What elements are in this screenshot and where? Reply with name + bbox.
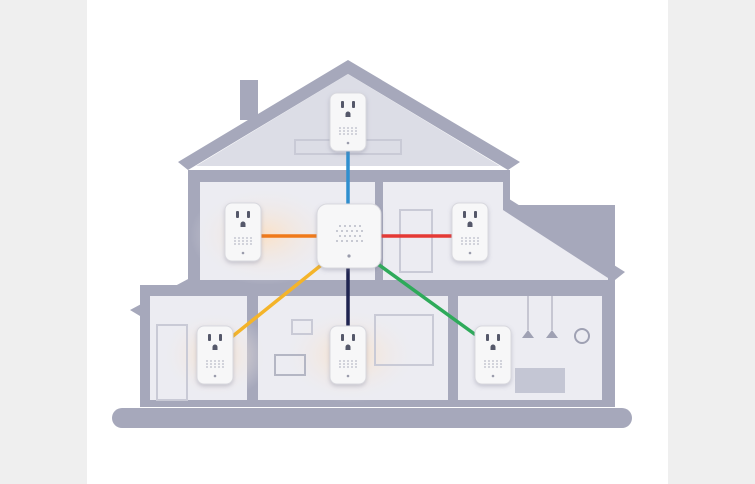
extender-upper-right — [451, 202, 489, 262]
extender-lower-left — [196, 325, 234, 385]
extender-lower-right — [474, 325, 512, 385]
link-lower-right — [373, 260, 482, 340]
house-structure — [112, 60, 632, 428]
router-hub — [316, 203, 382, 269]
network-links — [226, 148, 482, 342]
extender-lower-middle — [329, 325, 367, 385]
link-lower-left — [226, 260, 327, 342]
extender-top — [329, 92, 367, 152]
extender-upper-left — [224, 202, 262, 262]
